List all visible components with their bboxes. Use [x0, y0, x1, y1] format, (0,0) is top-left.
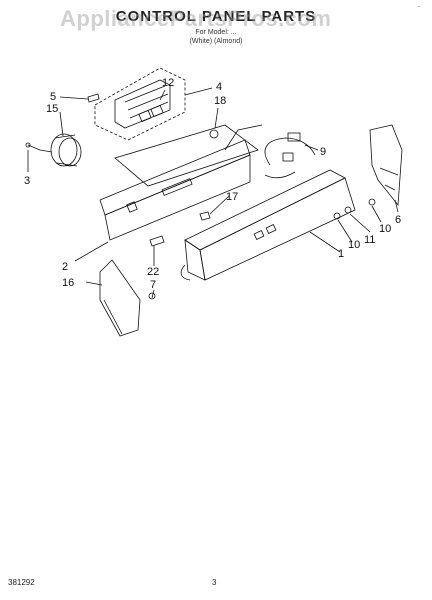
- callout-15: 15: [46, 103, 58, 115]
- watermark: AppliancePartsPros.com: [60, 6, 332, 31]
- callout-18: 18: [214, 95, 226, 107]
- right-end-cap: [369, 124, 403, 207]
- callout-16: 16: [62, 277, 74, 289]
- model-subtitle-line-1: For Model: ...: [195, 29, 237, 36]
- wire-lead-3: [27, 144, 53, 153]
- model-subtitle-line-2: (White) (Almond): [189, 38, 243, 45]
- screw-7: [148, 292, 156, 300]
- callout-5: 5: [50, 91, 56, 103]
- page-title: CONTROL PANEL PARTS: [115, 8, 317, 25]
- screw-18: [209, 129, 219, 139]
- callout-22: 22: [147, 266, 159, 278]
- callout-17: 17: [226, 191, 238, 203]
- timer-motor: [50, 133, 78, 167]
- screw-11: [344, 206, 352, 214]
- callout-12: 12: [162, 77, 174, 89]
- switch-block: [114, 79, 171, 129]
- callout-2: 2: [62, 261, 68, 273]
- callout-6: 6: [395, 214, 401, 226]
- label-sheet: [114, 124, 259, 187]
- screw-5: [87, 93, 100, 103]
- callout-1: 1: [338, 248, 344, 260]
- callout-9: 9: [320, 146, 326, 158]
- callout-4: 4: [216, 81, 222, 93]
- page-number: 3: [212, 578, 217, 587]
- clip-17: [199, 211, 211, 221]
- corner-mark: -: [418, 4, 420, 10]
- control-panel-console: [184, 169, 346, 251]
- wiring-harness: [264, 137, 316, 166]
- callout-7: 7: [150, 279, 156, 291]
- model-subtitle: For Model: ... (White) (Almond): [0, 28, 432, 46]
- left-end-cap: [99, 259, 141, 337]
- callout-10a: 10: [379, 223, 391, 235]
- screw-10a: [333, 212, 341, 220]
- document-number: 381292: [8, 578, 35, 587]
- part-22: [149, 235, 165, 247]
- callout-11: 11: [364, 234, 375, 246]
- screw-10b: [368, 198, 376, 206]
- callout-3: 3: [24, 175, 30, 187]
- callout-10b: 10: [348, 239, 360, 251]
